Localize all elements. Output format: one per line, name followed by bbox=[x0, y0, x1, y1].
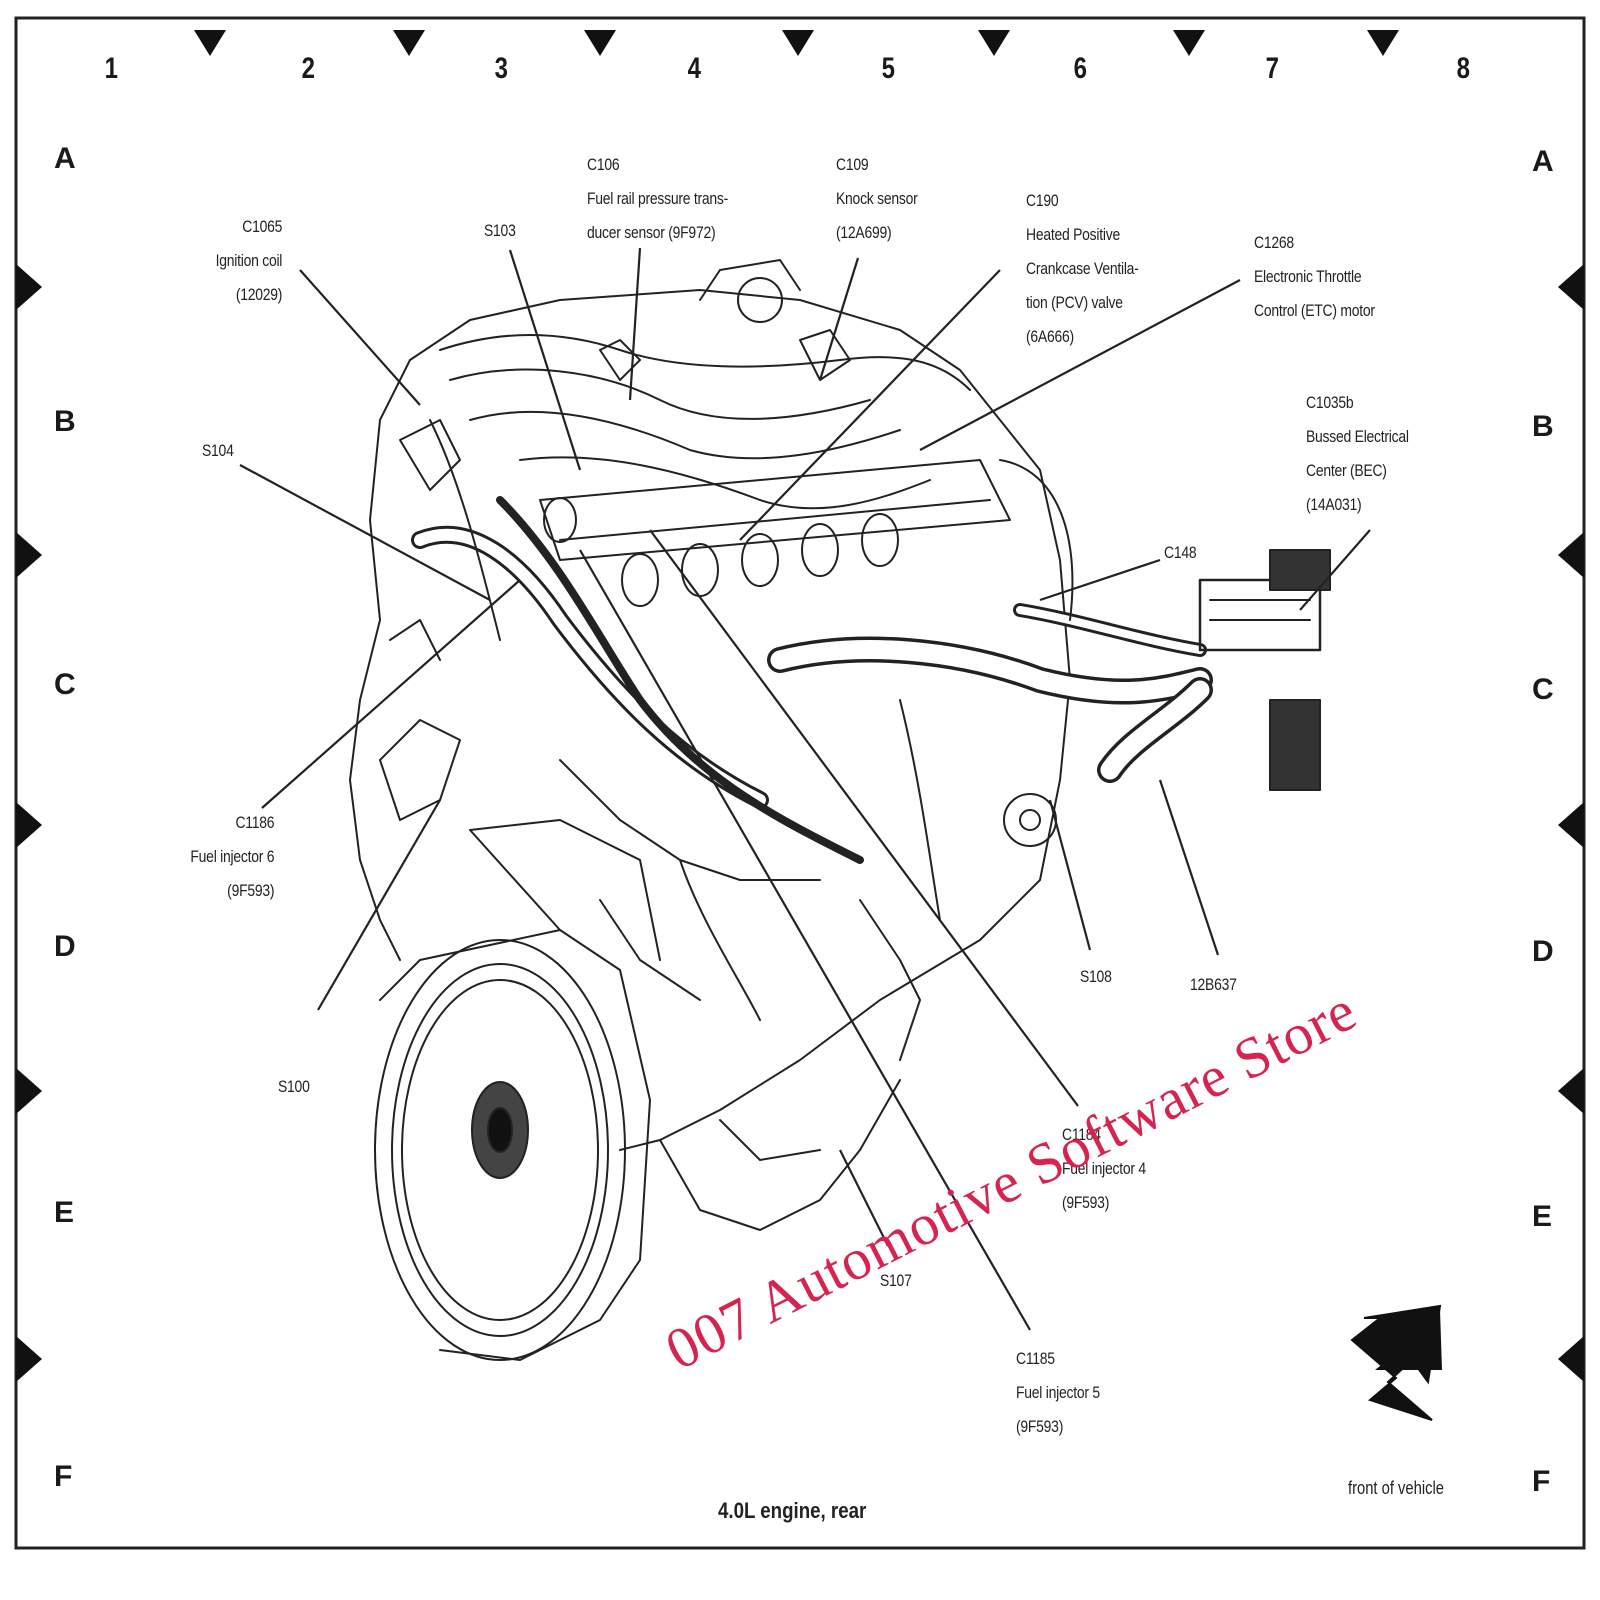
callout-line: tion (PCV) valve bbox=[1026, 293, 1123, 312]
callout-line: Electronic Throttle bbox=[1254, 267, 1362, 286]
callout-line: 12B637 bbox=[1190, 975, 1237, 994]
front-of-vehicle-label: front of vehicle bbox=[1348, 1478, 1444, 1498]
callout-s108: S108 bbox=[1080, 960, 1112, 994]
diagram-border bbox=[14, 16, 1586, 1550]
callout-line: (14A031) bbox=[1306, 495, 1362, 514]
callout-line: S103 bbox=[484, 221, 516, 240]
callout-c1186-fuel-injector-6: C1186 Fuel injector 6 (9F593) bbox=[190, 806, 274, 908]
callout-line: Ignition coil bbox=[215, 251, 282, 270]
callout-line: S107 bbox=[880, 1271, 912, 1290]
grid-row-f-right: F bbox=[1532, 1465, 1551, 1498]
callout-line: C109 bbox=[836, 155, 869, 174]
grid-row-b-right: B bbox=[1532, 410, 1554, 443]
callout-line: Heated Positive bbox=[1026, 225, 1120, 244]
grid-col-1: 1 bbox=[104, 52, 119, 85]
grid-col-7: 7 bbox=[1265, 52, 1280, 85]
callout-line: S104 bbox=[202, 441, 234, 460]
callout-s107: S107 bbox=[880, 1264, 912, 1298]
callout-line: Fuel injector 4 bbox=[1062, 1159, 1146, 1178]
grid-row-f-left: F bbox=[54, 1460, 73, 1493]
callout-s100: S100 bbox=[278, 1070, 310, 1104]
grid-row-e-right: E bbox=[1532, 1200, 1553, 1233]
callout-line: C1268 bbox=[1254, 233, 1294, 252]
callout-line: C1185 bbox=[1016, 1349, 1055, 1368]
callout-s103: S103 bbox=[484, 214, 516, 248]
callout-s104: S104 bbox=[202, 434, 234, 468]
callout-line: C106 bbox=[587, 155, 620, 174]
callout-c1065-ignition-coil: C1065 Ignition coil (12029) bbox=[215, 210, 282, 312]
callout-line: Fuel rail pressure trans- bbox=[587, 189, 729, 208]
callout-c106-fuel-rail-sensor: C106 Fuel rail pressure trans- ducer sen… bbox=[587, 148, 728, 250]
engine-illustration bbox=[349, 259, 1331, 1361]
left-grid-ticks bbox=[16, 264, 42, 1382]
callout-line: (12029) bbox=[235, 285, 283, 304]
callout-line: C1186 bbox=[235, 813, 274, 832]
front-arrow-icon bbox=[1350, 1304, 1442, 1421]
grid-row-c-left: C bbox=[54, 668, 76, 701]
callout-line: Fuel injector 6 bbox=[190, 847, 274, 866]
grid-col-4: 4 bbox=[687, 52, 702, 85]
right-grid-ticks bbox=[1558, 264, 1584, 1382]
callout-c1185-fuel-injector-5: C1185 Fuel injector 5 (9F593) bbox=[1016, 1342, 1100, 1444]
callout-line: Bussed Electrical bbox=[1306, 427, 1409, 446]
top-grid-ticks bbox=[194, 30, 1399, 56]
callout-line: Knock sensor bbox=[836, 189, 918, 208]
callout-line: S108 bbox=[1080, 967, 1112, 986]
leader-lines bbox=[239, 247, 1371, 1331]
callout-12b637-harness: 12B637 bbox=[1190, 968, 1237, 1002]
callout-line: S100 bbox=[278, 1077, 310, 1096]
callout-line: (6A666) bbox=[1026, 327, 1074, 346]
callout-c1268-etc-motor: C1268 Electronic Throttle Control (ETC) … bbox=[1254, 226, 1375, 328]
grid-row-e-left: E bbox=[54, 1196, 75, 1229]
callout-line: C148 bbox=[1164, 543, 1197, 562]
grid-col-2: 2 bbox=[301, 52, 316, 85]
callout-line: Crankcase Ventila- bbox=[1026, 259, 1139, 278]
callout-line: Fuel injector 5 bbox=[1016, 1383, 1100, 1402]
callout-line: C1184 bbox=[1062, 1125, 1101, 1144]
callout-c1184-fuel-injector-4: C1184 Fuel injector 4 (9F593) bbox=[1062, 1118, 1146, 1220]
grid-row-b-left: B bbox=[54, 405, 76, 438]
grid-row-d-left: D bbox=[54, 930, 76, 963]
callout-line: (9F593) bbox=[1062, 1193, 1110, 1212]
callout-c109-knock-sensor: C109 Knock sensor (12A699) bbox=[836, 148, 918, 250]
grid-row-c-right: C bbox=[1532, 673, 1554, 706]
callout-c148: C148 bbox=[1164, 536, 1197, 570]
grid-col-6: 6 bbox=[1073, 52, 1088, 85]
grid-col-5: 5 bbox=[881, 52, 896, 85]
grid-row-d-right: D bbox=[1532, 935, 1554, 968]
diagram-caption: 4.0L engine, rear bbox=[718, 1498, 867, 1523]
callout-line: (9F593) bbox=[1016, 1417, 1064, 1436]
callout-line: Center (BEC) bbox=[1306, 461, 1387, 480]
grid-col-3: 3 bbox=[494, 52, 509, 85]
callout-c190-pcv-valve: C190 Heated Positive Crankcase Ventila- … bbox=[1026, 184, 1139, 354]
grid-row-a-left: A bbox=[54, 142, 76, 175]
callout-line: ducer sensor (9F972) bbox=[587, 223, 716, 242]
callout-line: C190 bbox=[1026, 191, 1059, 210]
callout-c1035b-bec: C1035b Bussed Electrical Center (BEC) (1… bbox=[1306, 386, 1409, 522]
callout-line: C1065 bbox=[242, 217, 282, 236]
callout-line: C1035b bbox=[1306, 393, 1354, 412]
callout-line: Control (ETC) motor bbox=[1254, 301, 1375, 320]
callout-line: (9F593) bbox=[226, 881, 274, 900]
callout-line: (12A699) bbox=[836, 223, 892, 242]
grid-col-8: 8 bbox=[1456, 52, 1471, 85]
grid-row-a-right: A bbox=[1532, 145, 1554, 178]
